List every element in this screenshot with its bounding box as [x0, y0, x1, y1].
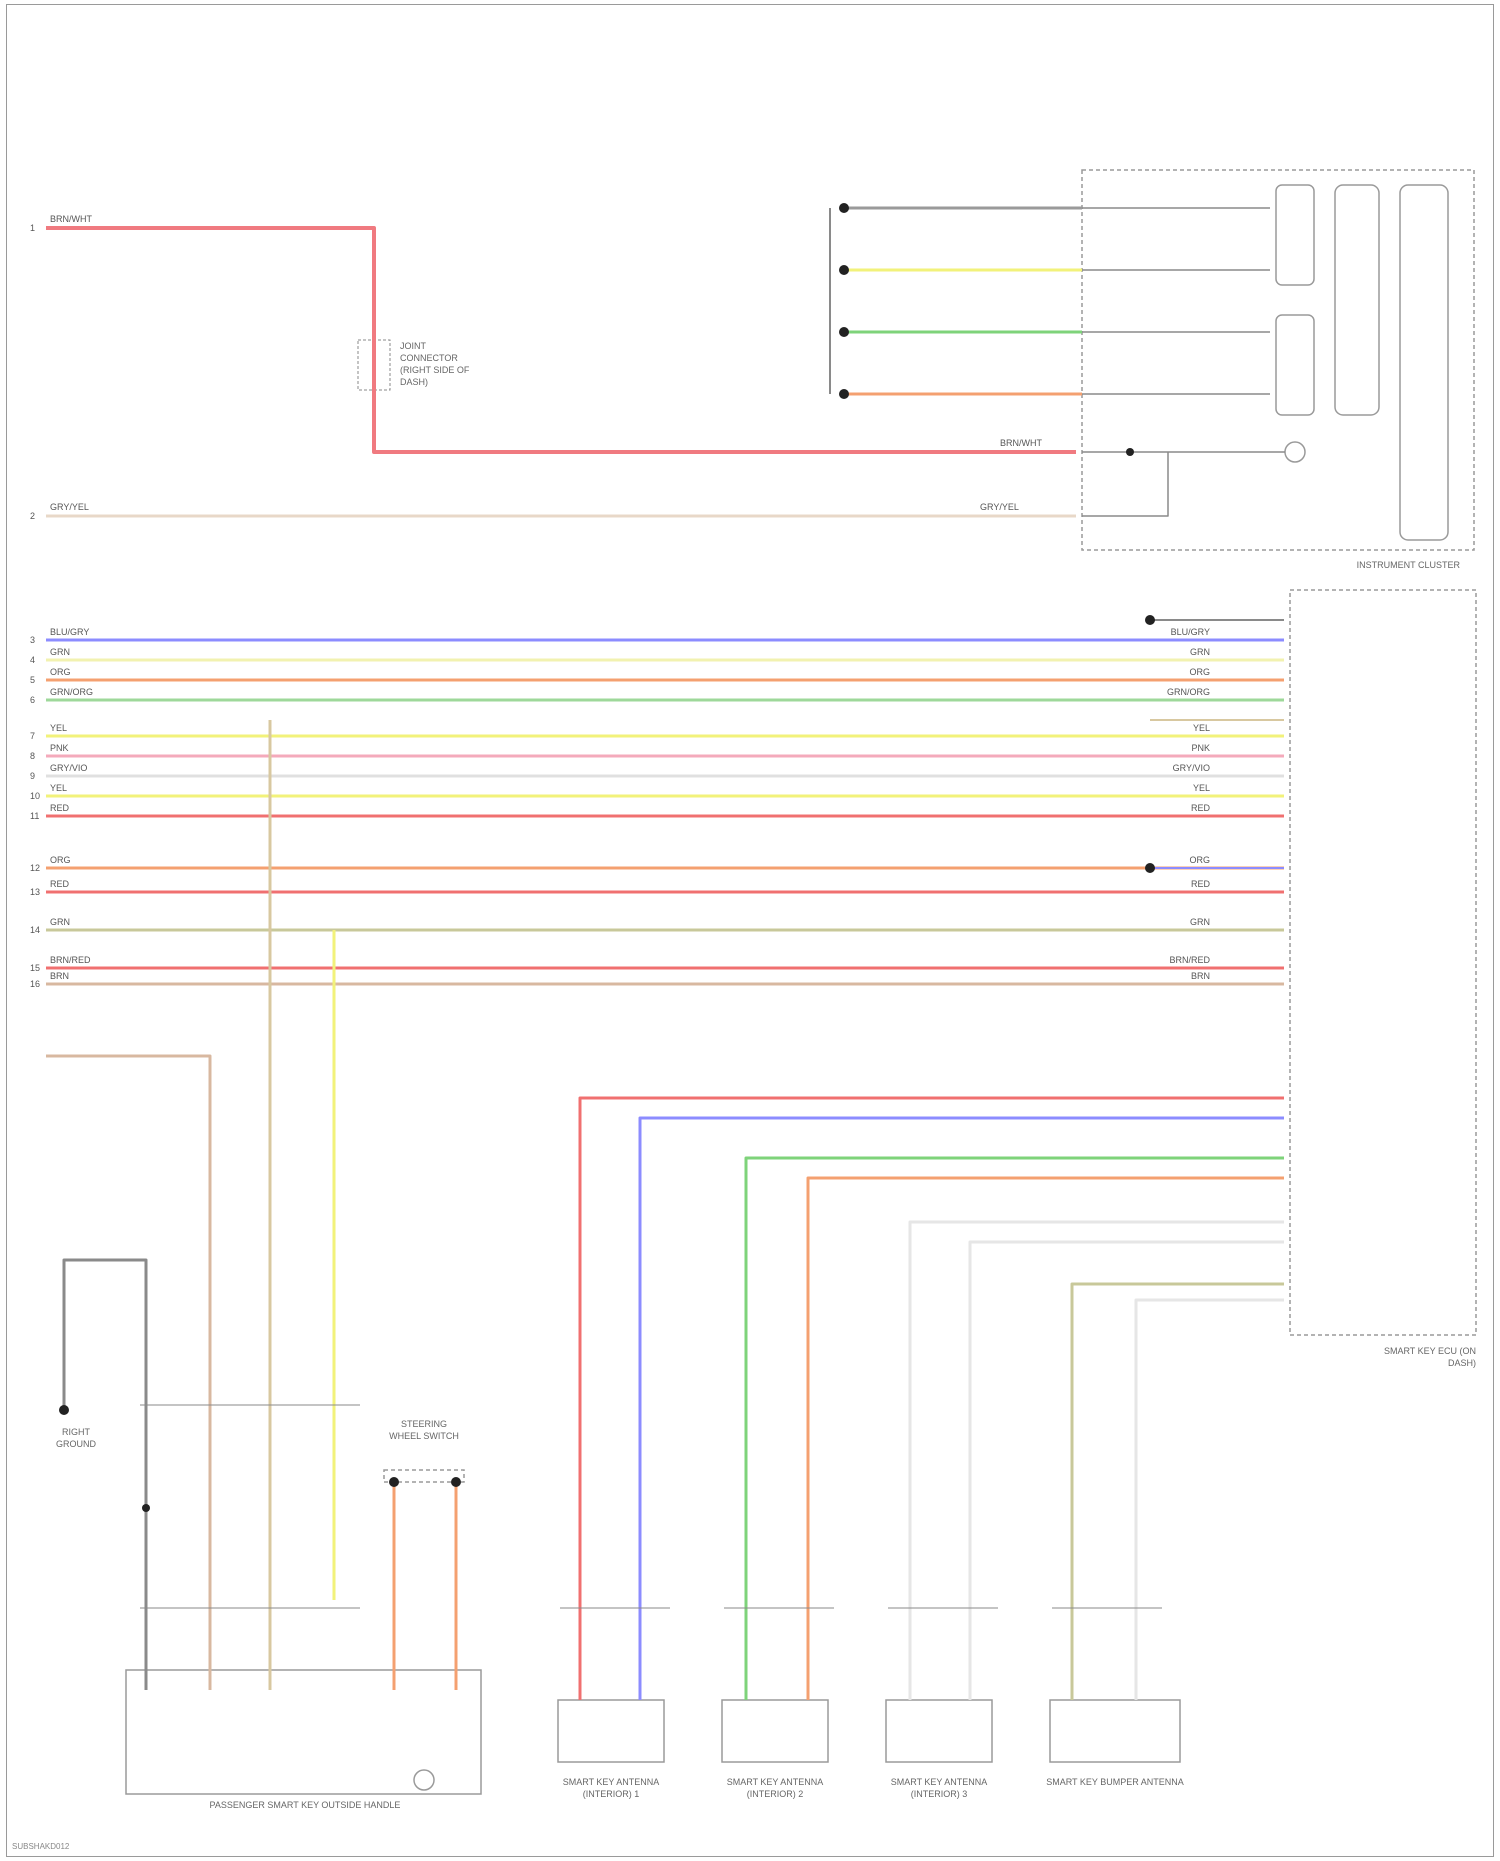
wire-color-label: ORG [1189, 855, 1210, 865]
wire-color-label: BRN/RED [1169, 955, 1210, 965]
left-pin-number: 11 [30, 811, 39, 821]
antenna-4-box [1050, 1700, 1180, 1762]
splice-dot [389, 1477, 399, 1487]
left-pin-number: 1 [30, 223, 35, 233]
antenna-feed-wire [580, 1098, 1284, 1700]
splice-dot [839, 389, 849, 399]
wire-color-label: BRN [50, 971, 69, 981]
smart-key-ecu-block [1290, 590, 1476, 1335]
splice-dot [1126, 448, 1134, 456]
left-pin-number: 15 [30, 963, 40, 973]
wire-color-label: YEL [1193, 723, 1210, 733]
left-pin-number: 7 [30, 731, 35, 741]
wire-color-label: RED [1191, 879, 1211, 889]
buzzer-icon [414, 1770, 434, 1790]
wire-color-label: GRY/YEL [50, 502, 89, 512]
wire-color-label: GRY/YEL [980, 502, 1019, 512]
wire-color-label: GRN [1190, 647, 1210, 657]
wire-color-label: GRN [1190, 917, 1210, 927]
label-group: 12345678910111213141516BRN/WHTBRN/WHTGRY… [30, 214, 1210, 989]
splice-dot [839, 203, 849, 213]
left-pin-number: 16 [30, 979, 40, 989]
antenna-feed-wire [1072, 1284, 1284, 1700]
left-pin-number: 8 [30, 751, 35, 761]
wire-group [46, 203, 1285, 1700]
antenna-1-box [558, 1700, 664, 1762]
left-pin-number: 10 [30, 791, 40, 801]
splice-dot [839, 265, 849, 275]
left-pin-number: 14 [30, 925, 40, 935]
antenna-2-box [722, 1700, 828, 1762]
antenna-3-box [886, 1700, 992, 1762]
left-pin-number: 2 [30, 511, 35, 521]
wire-color-label: YEL [1193, 783, 1210, 793]
left-pin-number: 9 [30, 771, 35, 781]
left-pin-number: 6 [30, 695, 35, 705]
cluster-lamp-icon [1285, 442, 1305, 462]
antenna-feed-wire [1136, 1300, 1284, 1700]
left-pin-number: 3 [30, 635, 35, 645]
cluster-module-c [1335, 185, 1379, 415]
splice-dot [142, 1504, 150, 1512]
wire-color-label: ORG [1189, 667, 1210, 677]
left-pin-number: 13 [30, 887, 40, 897]
antenna-feed-wire [640, 1118, 1284, 1700]
splice-dot [451, 1477, 461, 1487]
ground-wire [64, 1260, 146, 1690]
wire-color-label: PNK [50, 743, 69, 753]
cluster-module-d [1400, 185, 1448, 540]
wire-color-label: BRN/WHT [1000, 438, 1042, 448]
wire-color-label: GRY/VIO [50, 763, 87, 773]
splice-dot [839, 327, 849, 337]
wire-pin-1 [46, 228, 1076, 452]
splice-dot [1145, 615, 1155, 625]
wire-color-label: GRN/ORG [1167, 687, 1210, 697]
antenna-feed-wire [910, 1222, 1284, 1700]
wire-color-label: GRN/ORG [50, 687, 93, 697]
vertical-wire [46, 1056, 210, 1690]
wire-color-label: RED [50, 803, 70, 813]
wire-color-label: YEL [50, 783, 67, 793]
left-pin-number: 12 [30, 863, 40, 873]
antenna-feed-wire [746, 1158, 1284, 1700]
antenna-feed-wire [970, 1242, 1284, 1700]
wire-color-label: PNK [1191, 743, 1210, 753]
wire-color-label: BLU/GRY [50, 627, 89, 637]
wire-color-label: BRN/WHT [50, 214, 92, 224]
wire-color-label: YEL [50, 723, 67, 733]
cluster-module-a [1276, 185, 1314, 285]
wire-color-label: GRN [50, 647, 70, 657]
wire-color-label: GRN [50, 917, 70, 927]
cluster-internal-wire [1082, 452, 1168, 516]
left-pin-number: 4 [30, 655, 35, 665]
wire-color-label: ORG [50, 855, 71, 865]
wire-color-label: RED [50, 879, 70, 889]
cluster-module-b [1276, 315, 1314, 415]
splice-dot [1145, 863, 1155, 873]
wire-color-label: BRN/RED [50, 955, 91, 965]
ground-dot [59, 1405, 69, 1415]
wire-color-label: ORG [50, 667, 71, 677]
wire-color-label: GRY/VIO [1173, 763, 1210, 773]
antenna-feed-wire [808, 1178, 1284, 1700]
left-pin-number: 5 [30, 675, 35, 685]
wire-color-label: BRN [1191, 971, 1210, 981]
wire-color-label: RED [1191, 803, 1211, 813]
wire-color-label: BLU/GRY [1171, 627, 1210, 637]
